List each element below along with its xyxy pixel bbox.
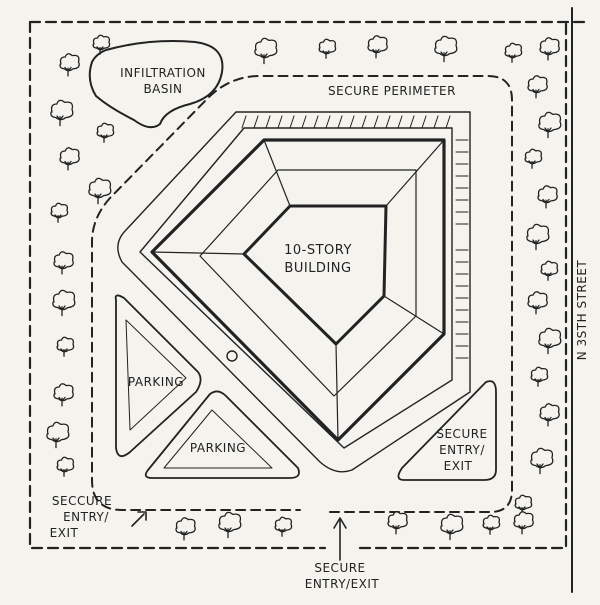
- tree-icon: [538, 111, 562, 139]
- tree-icon: [440, 513, 464, 541]
- tree-icon: [482, 514, 501, 535]
- tree-group: [46, 34, 562, 541]
- tree-icon: [56, 336, 75, 357]
- building-label-1: 10-STORY: [284, 243, 352, 258]
- tree-icon: [92, 34, 111, 55]
- tree-icon: [539, 37, 560, 61]
- parking-stall-ticks: [241, 115, 469, 359]
- tree-icon: [53, 383, 74, 407]
- tree-icon: [175, 517, 196, 541]
- infiltration-basin-label-2: BASIN: [143, 82, 182, 96]
- tree-icon: [367, 35, 388, 59]
- tree-icon: [46, 421, 70, 449]
- tree-icon: [88, 177, 112, 205]
- building-label-2: BUILDING: [284, 261, 351, 276]
- tree-icon: [254, 37, 278, 65]
- tree-icon: [434, 35, 458, 63]
- tree-icon: [56, 456, 75, 477]
- entry-right-label-2: ENTRY/: [439, 443, 485, 457]
- tree-icon: [527, 291, 548, 315]
- entry-left-label-3: EXIT: [50, 526, 79, 540]
- building-middle-ring: [199, 169, 417, 397]
- tree-icon: [96, 122, 115, 143]
- tree-icon: [59, 53, 80, 77]
- tree-icon: [50, 202, 69, 223]
- entry-right-label-3: EXIT: [444, 459, 473, 473]
- secure-perimeter-label: SECURE PERIMETER: [328, 84, 456, 98]
- tree-icon: [526, 223, 550, 251]
- tree-icon: [513, 511, 534, 535]
- entry-bottom-label-1: SECURE: [314, 561, 365, 575]
- building-outer: [150, 138, 446, 442]
- site-boundary: [28, 20, 592, 550]
- entry-arrow-left-icon: [131, 511, 147, 527]
- entry-bottom-label-2: ENTRY/EXIT: [305, 577, 380, 591]
- parking-label-upper: PARKING: [128, 375, 184, 389]
- parking-area-lower: [144, 390, 300, 479]
- entry-left-label-1: SECCURE: [52, 494, 112, 508]
- tree-icon: [52, 289, 76, 317]
- parking-area-upper-inner: [125, 319, 187, 431]
- tree-icon: [59, 147, 80, 171]
- bollard-icon: [226, 350, 238, 362]
- tree-icon: [318, 38, 337, 59]
- tree-icon: [530, 447, 554, 475]
- tree-icon: [50, 99, 74, 127]
- tree-icon: [274, 516, 293, 537]
- entry-right-label-1: SECURE: [436, 427, 487, 441]
- building-core: [242, 204, 388, 346]
- tree-icon: [53, 251, 74, 275]
- entry-arrow-icon: [333, 517, 347, 561]
- tree-icon: [530, 366, 549, 387]
- tree-icon: [540, 260, 559, 281]
- tree-icon: [387, 511, 408, 535]
- entry-left-label-2: ENTRY/: [63, 510, 109, 524]
- tree-icon: [218, 511, 242, 539]
- tree-icon: [504, 42, 523, 63]
- tree-icon: [537, 185, 558, 209]
- tree-icon: [527, 75, 548, 99]
- street-label: N 3STH STREET: [575, 260, 589, 361]
- parking-lot-drive: [139, 127, 453, 449]
- infiltration-basin-label-1: INFILTRATION: [120, 66, 206, 80]
- secure-perimeter-line: [91, 75, 513, 513]
- tree-icon: [539, 403, 560, 427]
- infiltration-basin: [88, 40, 224, 129]
- parking-lot-band: [117, 111, 471, 473]
- building-ridge-lines: [151, 139, 445, 441]
- tree-icon: [524, 148, 543, 169]
- parking-area-upper: [114, 294, 202, 458]
- tree-icon: [538, 327, 562, 355]
- parking-label-lower: PARKING: [190, 441, 246, 455]
- parking-area-lower-inner: [163, 409, 273, 469]
- entry-island-right: [397, 380, 497, 481]
